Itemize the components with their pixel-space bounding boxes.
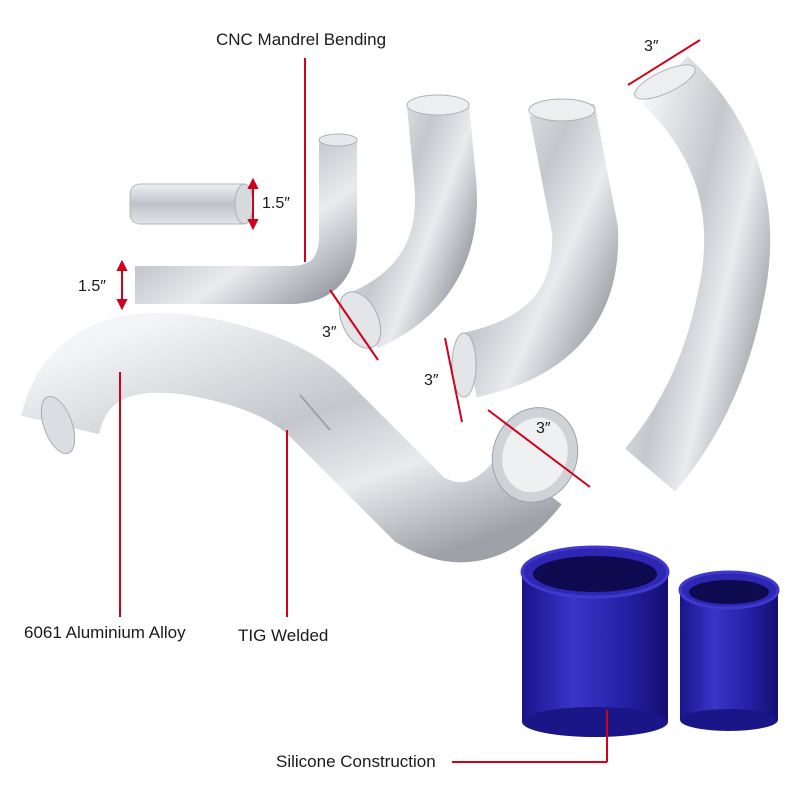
s-shaped-pipe (21, 312, 579, 563)
dimension-long-bend: 3″ (644, 38, 659, 55)
silicone-construction-label: Silicone Construction (276, 752, 436, 771)
dimension-small-pipe: 1.5″ (262, 195, 290, 212)
dimension-s-pipe-outlet: 3″ (536, 420, 551, 437)
cnc-mandrel-bending-label: CNC Mandrel Bending (216, 30, 387, 49)
small-straight-pipe (129, 183, 254, 225)
callout-lines (116, 39, 701, 763)
medium-bend-pipe (338, 94, 477, 349)
silicone-coupler-small (678, 570, 780, 731)
aluminium-alloy-label: 6061 Aluminium Alloy (24, 623, 186, 642)
long-bend-pipe (624, 56, 771, 492)
tig-welded-label: TIG Welded (238, 626, 329, 645)
dimension-medium-bend: 3″ (322, 324, 337, 341)
dimension-large-bend: 3″ (424, 372, 439, 389)
large-bend-pipe (451, 98, 619, 398)
silicone-coupler-large (520, 545, 670, 737)
dimension-bend-pipe: 1.5″ (78, 278, 106, 295)
small-90-bend-pipe (135, 133, 358, 304)
